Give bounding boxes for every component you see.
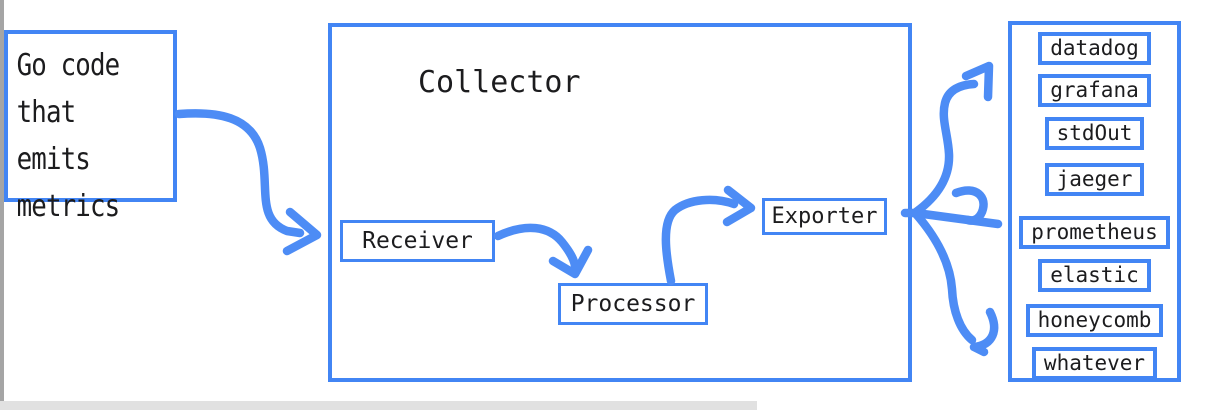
destination-label: honeycomb xyxy=(1037,308,1152,332)
destination-label: elastic xyxy=(1050,263,1139,287)
arrow-fanout-upper xyxy=(911,79,979,217)
window-edge xyxy=(0,0,4,410)
exporter-box: Exporter xyxy=(762,198,887,235)
arrow-fanout-middle xyxy=(911,208,1003,229)
destination-stdout: stdOut xyxy=(1044,117,1145,150)
destination-label: prometheus xyxy=(1031,220,1158,244)
receiver-label: Receiver xyxy=(362,228,473,254)
arrowhead-fanout-middle-icon xyxy=(951,186,988,225)
receiver-box: Receiver xyxy=(340,220,495,262)
destination-prometheus: prometheus xyxy=(1019,216,1170,249)
destination-grafana: grafana xyxy=(1038,74,1151,107)
processor-label: Processor xyxy=(570,291,696,317)
destination-label: jaeger xyxy=(1056,167,1133,191)
destination-whatever: whatever xyxy=(1031,347,1158,380)
destination-honeycomb: honeycomb xyxy=(1025,304,1164,337)
arrowhead-fanout-upper-icon xyxy=(961,61,994,102)
destination-jaeger: jaeger xyxy=(1044,163,1145,196)
destination-elastic: elastic xyxy=(1038,259,1151,292)
destination-label: stdOut xyxy=(1056,121,1133,145)
destination-label: datadog xyxy=(1050,36,1139,60)
processor-box: Processor xyxy=(558,283,708,325)
destination-label: whatever xyxy=(1043,351,1146,375)
destination-datadog: datadog xyxy=(1038,32,1151,65)
destination-label: grafana xyxy=(1050,78,1139,102)
exporter-label: Exporter xyxy=(771,204,878,229)
collector-title: Collector xyxy=(418,65,581,100)
arrowhead-source-to-receiver-icon xyxy=(282,207,322,256)
source-code-box: Go code that emits metrics xyxy=(4,30,177,224)
destinations-panel: datadog grafana stdOut jaeger prometheus… xyxy=(1008,21,1181,382)
arrow-source-to-receiver xyxy=(174,109,305,238)
horizontal-scrollbar[interactable] xyxy=(0,401,757,410)
arrow-fanout-lower xyxy=(911,209,977,345)
source-code-label: Go code that emits metrics xyxy=(16,48,121,224)
arrowhead-fanout-lower-icon xyxy=(969,307,999,357)
